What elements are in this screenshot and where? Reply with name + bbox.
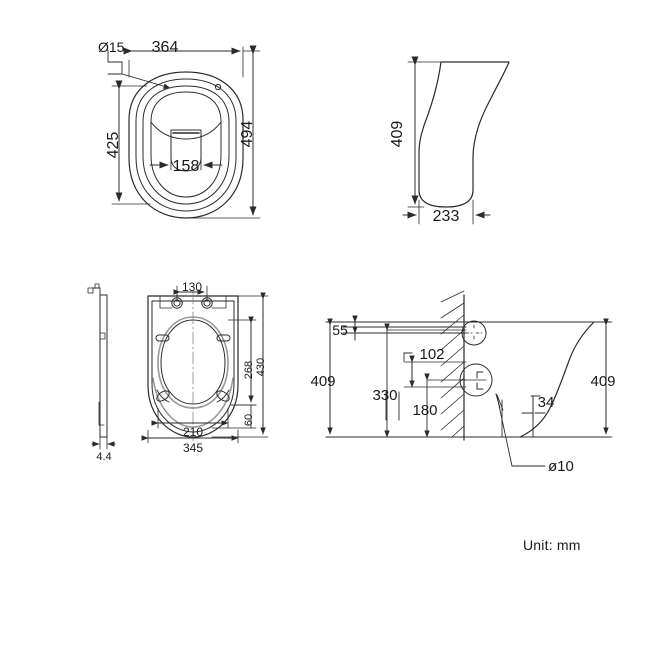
seat-side-hinge-pin	[94, 283, 100, 289]
dim-text-425: 425	[105, 132, 122, 159]
pan-front-outline	[418, 61, 510, 208]
fix-hole-diag	[496, 394, 504, 411]
seat-side-bumper-upper	[99, 332, 106, 340]
seat-pad-left	[156, 389, 170, 403]
fixing-hole	[214, 83, 222, 91]
seat-bumper-right	[216, 334, 231, 342]
waste-bracket-bottom	[476, 382, 484, 390]
pan-rim-inner	[135, 78, 237, 212]
seat-bumper-left	[155, 334, 170, 342]
dim-text-210: 210	[183, 425, 203, 439]
dim-text-dia10: ø10	[548, 458, 574, 475]
dim-text-233: 233	[433, 208, 460, 225]
hinge-recess-right	[211, 295, 227, 309]
dim-text-102: 102	[419, 346, 444, 363]
dim-text-430: 430	[255, 358, 267, 376]
dim-text-55: 55	[332, 322, 348, 338]
dim-text-330: 330	[372, 387, 397, 404]
dim-text-i409l: 409	[310, 373, 335, 390]
dia10-leader	[496, 395, 546, 467]
view-top-plan	[107, 45, 261, 219]
dim-text-180: 180	[412, 402, 437, 419]
hinge-recess-left	[159, 295, 173, 309]
seat-side-bumper-lower	[98, 401, 105, 426]
wall-hatching	[440, 290, 465, 438]
view-installation	[325, 290, 613, 467]
pan-outline	[128, 71, 244, 219]
view-front-elevation	[402, 56, 510, 225]
seat-foot-left	[156, 390, 170, 402]
flush-shelf	[150, 121, 222, 140]
pan-bowl	[150, 91, 222, 198]
dim-text-130: 130	[182, 280, 202, 294]
dia15-leader	[121, 73, 171, 89]
dim-text-i409r: 409	[590, 373, 615, 390]
waste-bracket-top	[476, 371, 484, 379]
view-seat-plan	[87, 283, 269, 450]
seat-side-profile	[99, 294, 108, 438]
seat-foot-right	[216, 390, 230, 402]
unit-note: Unit: mm	[523, 537, 581, 553]
seat-side-hinge-block	[87, 287, 94, 294]
pan-profile-side	[519, 321, 595, 438]
dim-text-34: 34	[538, 394, 555, 411]
dim-text-158: 158	[173, 158, 200, 175]
dia15-leader-zigzag	[107, 49, 123, 75]
dimension-texts: Ø15 364 494 425 158 409 233 130 430 268 …	[96, 39, 615, 475]
dim-text-494: 494	[239, 121, 256, 148]
seat-pad-right	[216, 389, 230, 403]
dim-text-364: 364	[152, 39, 179, 56]
pan-front-base-curve	[418, 189, 474, 208]
dim-text-44: 4.4	[96, 451, 111, 463]
dim-text-345: 345	[183, 441, 203, 455]
dim-text-60: 60	[243, 414, 255, 426]
dim-text-dia15: Ø15	[98, 39, 125, 55]
dim-text-268: 268	[243, 361, 255, 379]
dim-text-f409: 409	[389, 121, 406, 148]
